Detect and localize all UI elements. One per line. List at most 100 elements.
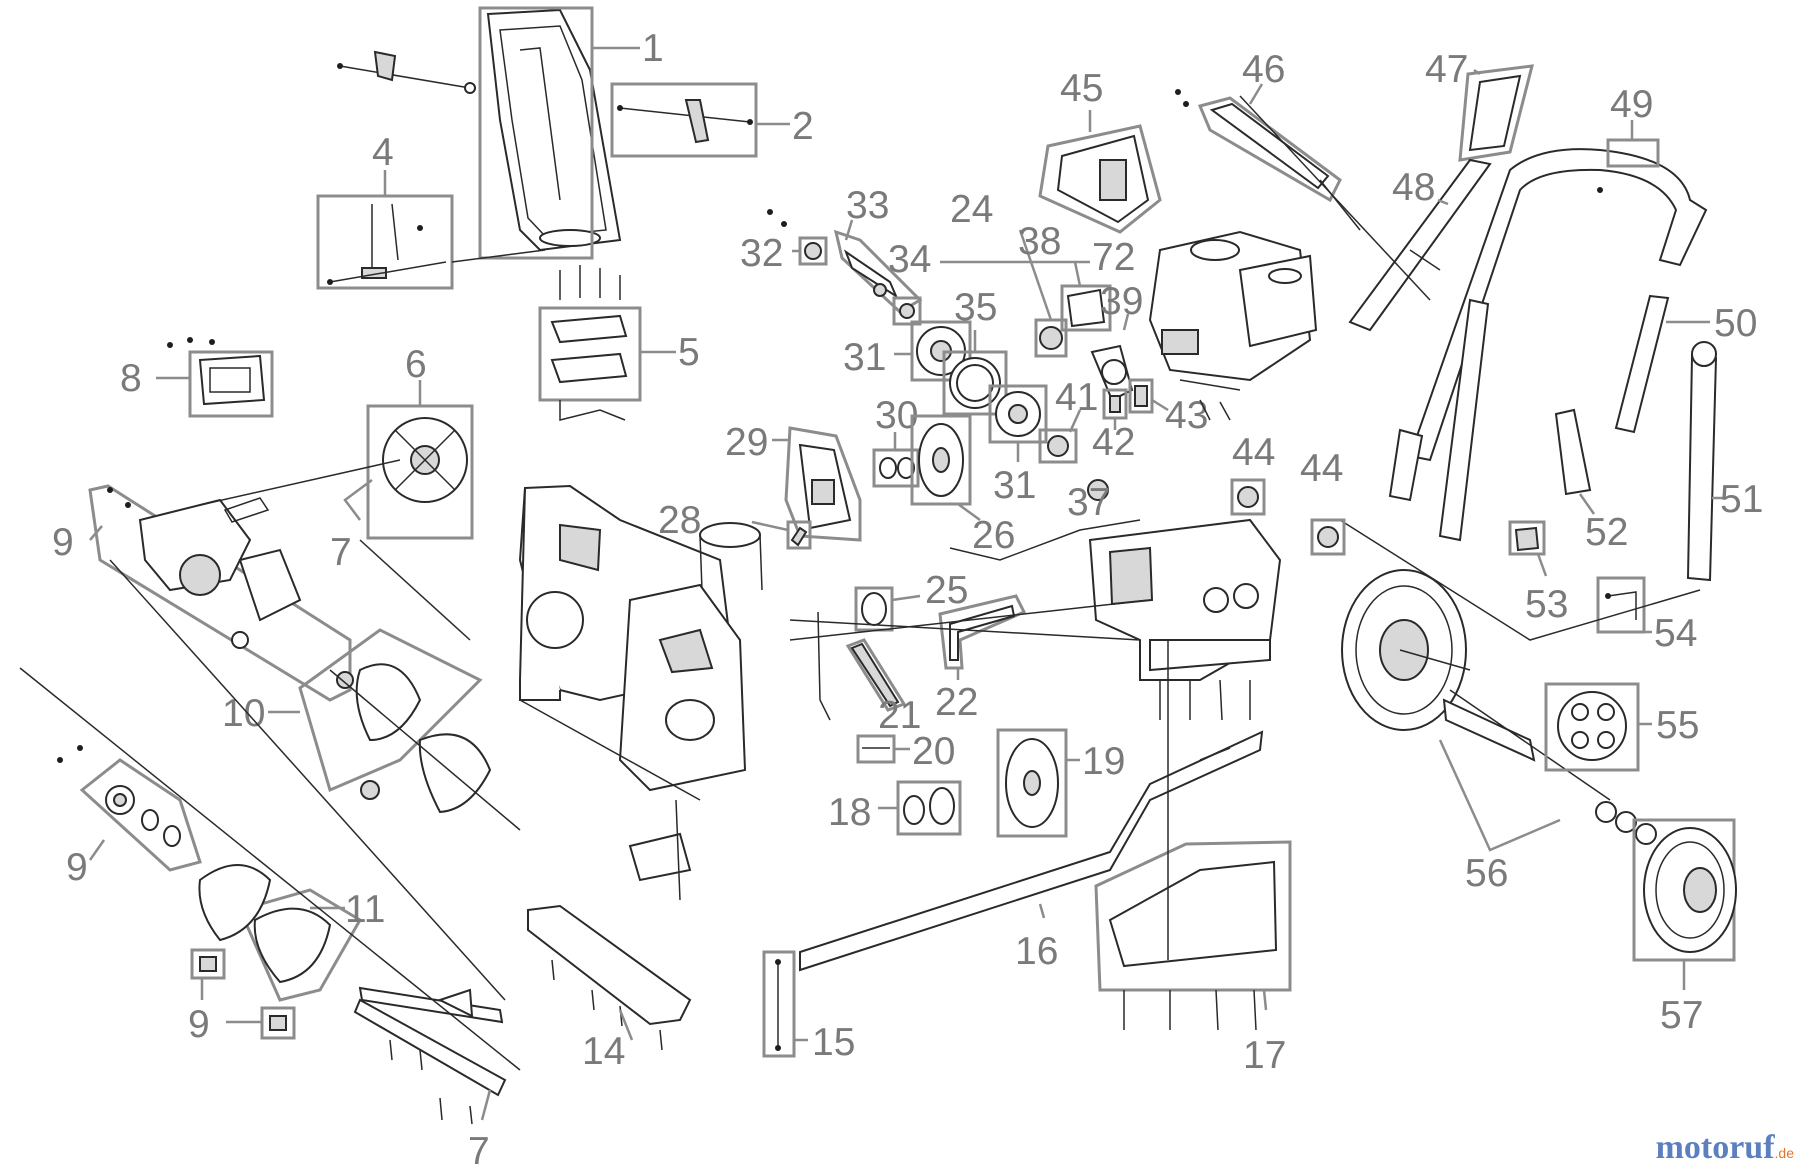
part-53-clip — [1508, 520, 1546, 556]
part-11-shear-pin — [190, 948, 226, 1000]
part-22-lever — [938, 594, 1027, 670]
callout-5: 5 — [678, 331, 700, 374]
callout-46: 46 — [1242, 48, 1285, 91]
part-55-box — [1544, 682, 1640, 772]
part-28-box — [786, 520, 812, 550]
callout-45: 45 — [1060, 67, 1103, 110]
watermark-tld: .de — [1774, 1145, 1794, 1161]
part-25-leader — [891, 594, 921, 602]
part-29-box — [784, 426, 862, 542]
part-6-impeller — [366, 404, 474, 540]
callout-1: 1 — [642, 27, 664, 70]
part-51-chute-rod — [1686, 341, 1718, 582]
callout-25: 25 — [925, 569, 968, 612]
part-52-leader — [1578, 493, 1596, 515]
part-31-pulley-lower — [988, 384, 1048, 444]
part-17-leader — [1262, 989, 1268, 1011]
part-24-leader — [1018, 229, 1053, 321]
wheel-left — [1341, 569, 1471, 731]
part-20-box — [856, 734, 896, 764]
part-5-box — [538, 306, 642, 402]
part-26-box — [910, 414, 972, 506]
part-22-box — [938, 594, 1027, 670]
part-46-box — [1197, 96, 1342, 203]
part-9-gearbox-upper — [88, 459, 401, 702]
part-16-leader — [1038, 903, 1046, 919]
callout-15: 15 — [812, 1021, 855, 1064]
part-45-engine-cover — [1038, 124, 1162, 234]
watermark-logo: motoruf.de — [1656, 1129, 1794, 1167]
callout-9-middle: 9 — [66, 846, 88, 889]
handle-guide-1 — [1239, 95, 1431, 301]
callout-51: 51 — [1720, 478, 1763, 521]
part-26-leader — [957, 502, 981, 522]
part-15-box — [762, 950, 796, 1058]
part-53-box — [1508, 520, 1546, 556]
callout-4: 4 — [372, 131, 394, 174]
part-7-guide — [359, 539, 471, 641]
callout-72: 72 — [1092, 236, 1135, 279]
callout-26: 26 — [972, 514, 1015, 557]
part-34-bearing — [892, 296, 922, 326]
part-29-belt-guard — [784, 426, 862, 542]
callout-44-right: 44 — [1300, 447, 1343, 490]
part-39-leader — [1122, 313, 1130, 331]
part-11-auger-flights — [198, 864, 363, 1002]
part-47-leader — [1473, 68, 1481, 76]
part-56-axle — [1442, 689, 1657, 845]
callout-14: 14 — [582, 1030, 625, 1073]
part-17-box — [1094, 840, 1292, 992]
part-46-cable-bracket — [1175, 89, 1361, 231]
part-41-box — [1038, 428, 1078, 464]
part-28-leader — [751, 520, 789, 532]
callout-9-lower: 9 — [188, 1003, 210, 1046]
part-9-upper-leader — [89, 525, 103, 541]
callout-34: 34 — [888, 238, 931, 281]
part-47-control-lever — [1458, 64, 1534, 162]
callout-31-upper: 31 — [843, 336, 886, 379]
part-46-leader — [1248, 83, 1264, 105]
part-50-rod — [1614, 294, 1670, 434]
part-47-box — [1458, 64, 1534, 162]
callout-38: 38 — [1018, 220, 1061, 263]
callout-56: 56 — [1465, 852, 1508, 895]
auger-axis-line — [19, 667, 521, 1071]
part-48-lower-handle — [1348, 158, 1492, 332]
part-20-spring — [856, 734, 896, 764]
part-17-bottom-cover — [1094, 840, 1292, 1031]
part-9-lower-bushing — [260, 1006, 296, 1040]
callout-57: 57 — [1660, 994, 1703, 1037]
housing-skid — [628, 799, 692, 901]
callout-6: 6 — [405, 343, 427, 386]
part-38-box — [1060, 284, 1112, 332]
part-33-leader — [844, 219, 854, 241]
part-9-bearing-middle — [57, 745, 202, 872]
callout-35: 35 — [954, 286, 997, 329]
part-11-box — [237, 888, 363, 1002]
part-18-hub — [896, 780, 962, 836]
part-48-leader — [1437, 198, 1449, 206]
callout-52: 52 — [1585, 511, 1628, 554]
part-7-upper-leader — [343, 478, 373, 521]
part-37-bearing — [1087, 479, 1109, 501]
callout-7-upper: 7 — [330, 531, 352, 574]
part-19-box — [996, 728, 1068, 838]
callout-19: 19 — [1082, 740, 1125, 783]
part-7-scraper-bar — [353, 986, 507, 1125]
part-14-scraper — [527, 904, 692, 1051]
part-14-leader — [618, 1009, 634, 1041]
callout-20: 20 — [912, 730, 955, 773]
callout-47: 47 — [1425, 48, 1468, 91]
callout-50: 50 — [1714, 302, 1757, 345]
part-54-box — [1596, 576, 1646, 634]
part-43-leader — [1151, 398, 1169, 412]
part-7-lower-leader — [480, 1089, 492, 1121]
callout-39: 39 — [1100, 280, 1143, 323]
part-9-box-middle — [79, 758, 202, 872]
callout-10: 10 — [222, 692, 265, 735]
callout-9-upper: 9 — [52, 521, 74, 564]
callout-24: 24 — [950, 188, 993, 231]
part-44-bearing-right — [1310, 518, 1346, 556]
part-49-upper-handle — [1388, 148, 1708, 542]
